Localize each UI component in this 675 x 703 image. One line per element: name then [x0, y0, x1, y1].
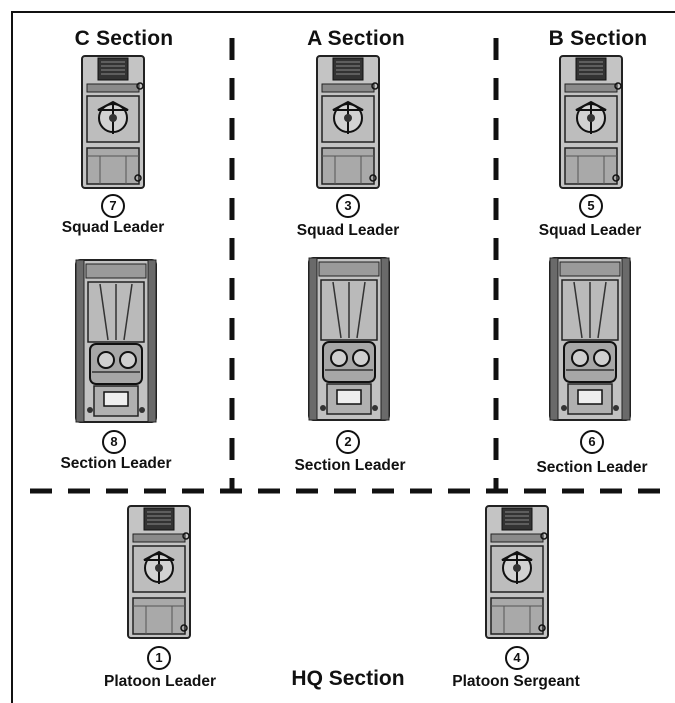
role-label-4: Platoon Sergeant [452, 673, 580, 690]
role-label-1: Platoon Leader [104, 673, 216, 690]
section-title-b: B Section [548, 27, 648, 50]
vehicle-8 [75, 259, 157, 423]
role-label-6: Section Leader [536, 459, 648, 476]
vehicle-5 [559, 55, 623, 189]
vehicle-4 [485, 505, 549, 639]
section-title-a: A Section [307, 27, 405, 50]
outer-frame [11, 11, 675, 703]
vehicle-7 [81, 55, 145, 189]
vehicle-6 [549, 257, 631, 421]
role-label-2: Section Leader [294, 457, 406, 474]
section-title-c: C Section [74, 27, 174, 50]
vehicle-number-1: 1 [147, 646, 171, 670]
role-label-7: Squad Leader [61, 219, 165, 236]
role-label-8: Section Leader [60, 455, 172, 472]
vehicle-number-7: 7 [101, 194, 125, 218]
vehicle-number-8: 8 [102, 430, 126, 454]
role-label-3: Squad Leader [296, 222, 400, 239]
role-label-5: Squad Leader [538, 222, 642, 239]
vehicle-number-6: 6 [580, 430, 604, 454]
vehicle-number-2: 2 [336, 430, 360, 454]
section-title-hq: HQ Section [291, 667, 405, 690]
vehicle-number-5: 5 [579, 194, 603, 218]
vehicle-3 [316, 55, 380, 189]
vehicle-1 [127, 505, 191, 639]
vehicle-number-4: 4 [505, 646, 529, 670]
vehicle-2 [308, 257, 390, 421]
vehicle-number-3: 3 [336, 194, 360, 218]
